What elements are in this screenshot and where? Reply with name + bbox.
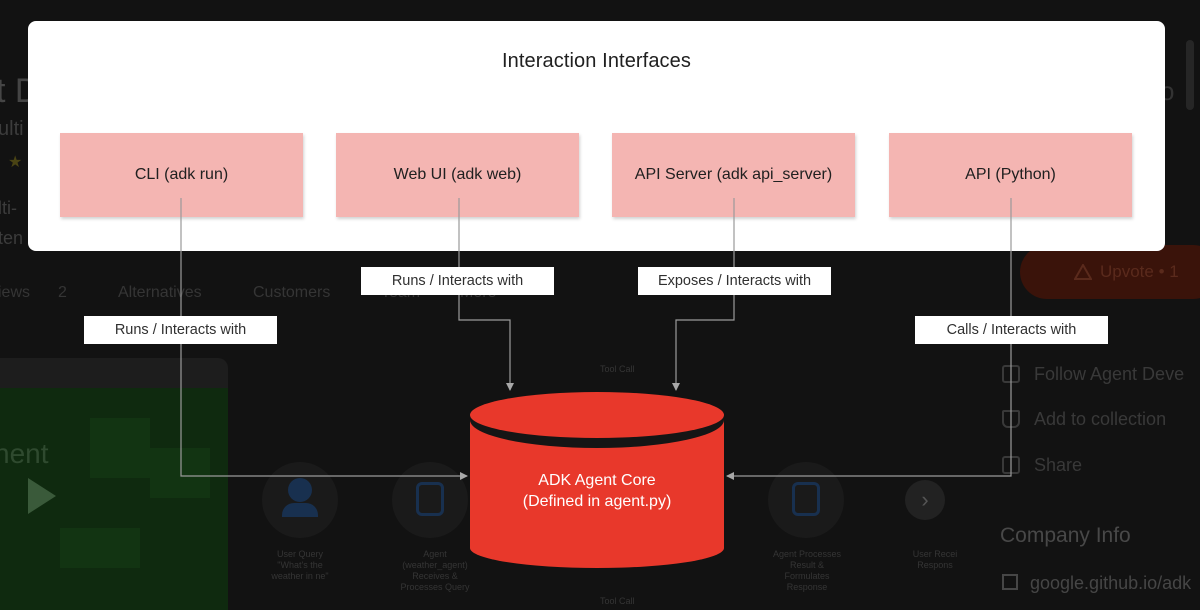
- external-link-icon: [1002, 574, 1018, 590]
- core-label-line-1: ADK Agent Core: [538, 472, 656, 489]
- upvote-button[interactable]: [1020, 245, 1200, 299]
- core-label-line-2: (Defined in agent.py): [522, 493, 672, 510]
- user-icon: [288, 478, 312, 502]
- background-product-subtitle: ulti: [0, 118, 24, 140]
- company-info-heading: Company Info: [1000, 524, 1131, 547]
- company-website-link[interactable]: google.github.io/adk: [1030, 573, 1192, 593]
- follow-button[interactable]: Follow Agent Deve: [1034, 364, 1185, 384]
- flow-step-agent: [392, 462, 468, 538]
- chevron-right-icon[interactable]: ›: [905, 480, 945, 520]
- share-button[interactable]: Share: [1034, 455, 1083, 475]
- play-icon[interactable]: [28, 478, 56, 514]
- tab-customers[interactable]: Customers: [253, 284, 331, 301]
- tab-reviews[interactable]: iews: [0, 284, 31, 301]
- flow-label-user-receives: User Recei Respons: [912, 549, 958, 570]
- tab-reviews-count: 2: [58, 284, 67, 301]
- upvote-label: Upvote • 1: [1100, 262, 1179, 281]
- core-label: ADK Agent Core (Defined in agent.py): [470, 470, 724, 512]
- flow-label-agent-receives: Agent (weather_agent) Receives & Process…: [400, 549, 470, 592]
- interface-web-ui: Web UI (adk web): [336, 133, 579, 217]
- edge-label-api-python: Calls / Interacts with: [915, 316, 1108, 344]
- edge-apiserver-to-core: [672, 198, 735, 391]
- robot-icon: [792, 482, 820, 516]
- upvote-icon: [1073, 262, 1093, 285]
- tool-call-label-bottom: Tool Call: [600, 596, 635, 606]
- tool-call-label-top: Tool Call: [600, 364, 635, 374]
- user-icon-body: [282, 503, 318, 517]
- edge-label-api-server: Exposes / Interacts with: [638, 267, 831, 295]
- robot-icon: [416, 482, 444, 516]
- star-icon: ★: [8, 154, 23, 171]
- edge-cli-to-core: [180, 198, 468, 480]
- video-panel[interactable]: nent: [0, 358, 228, 610]
- flow-step-agent-result: [768, 462, 844, 538]
- background-description-line-1: lti-: [0, 198, 17, 218]
- scrollbar-thumb[interactable]: [1186, 40, 1194, 110]
- add-to-collection-button[interactable]: Add to collection: [1034, 409, 1167, 429]
- edge-label-web-ui: Runs / Interacts with: [361, 267, 554, 295]
- background-description-line-2: ten: [0, 228, 24, 248]
- core-cylinder-body: [470, 420, 724, 568]
- flow-label-agent-processes: Agent Processes Result & Formulates Resp…: [772, 549, 842, 592]
- edge-apipython-to-core: [726, 198, 1012, 480]
- edge-webui-to-core: [458, 198, 514, 391]
- flow-label-user-query: User Query "What's the weather in ne": [271, 549, 329, 581]
- adk-agent-core: [470, 392, 724, 568]
- edge-label-cli: Runs / Interacts with: [84, 316, 277, 344]
- video-title: nent: [0, 438, 49, 469]
- core-cylinder-top: [470, 392, 724, 438]
- panel-title: Interaction Interfaces: [502, 50, 691, 72]
